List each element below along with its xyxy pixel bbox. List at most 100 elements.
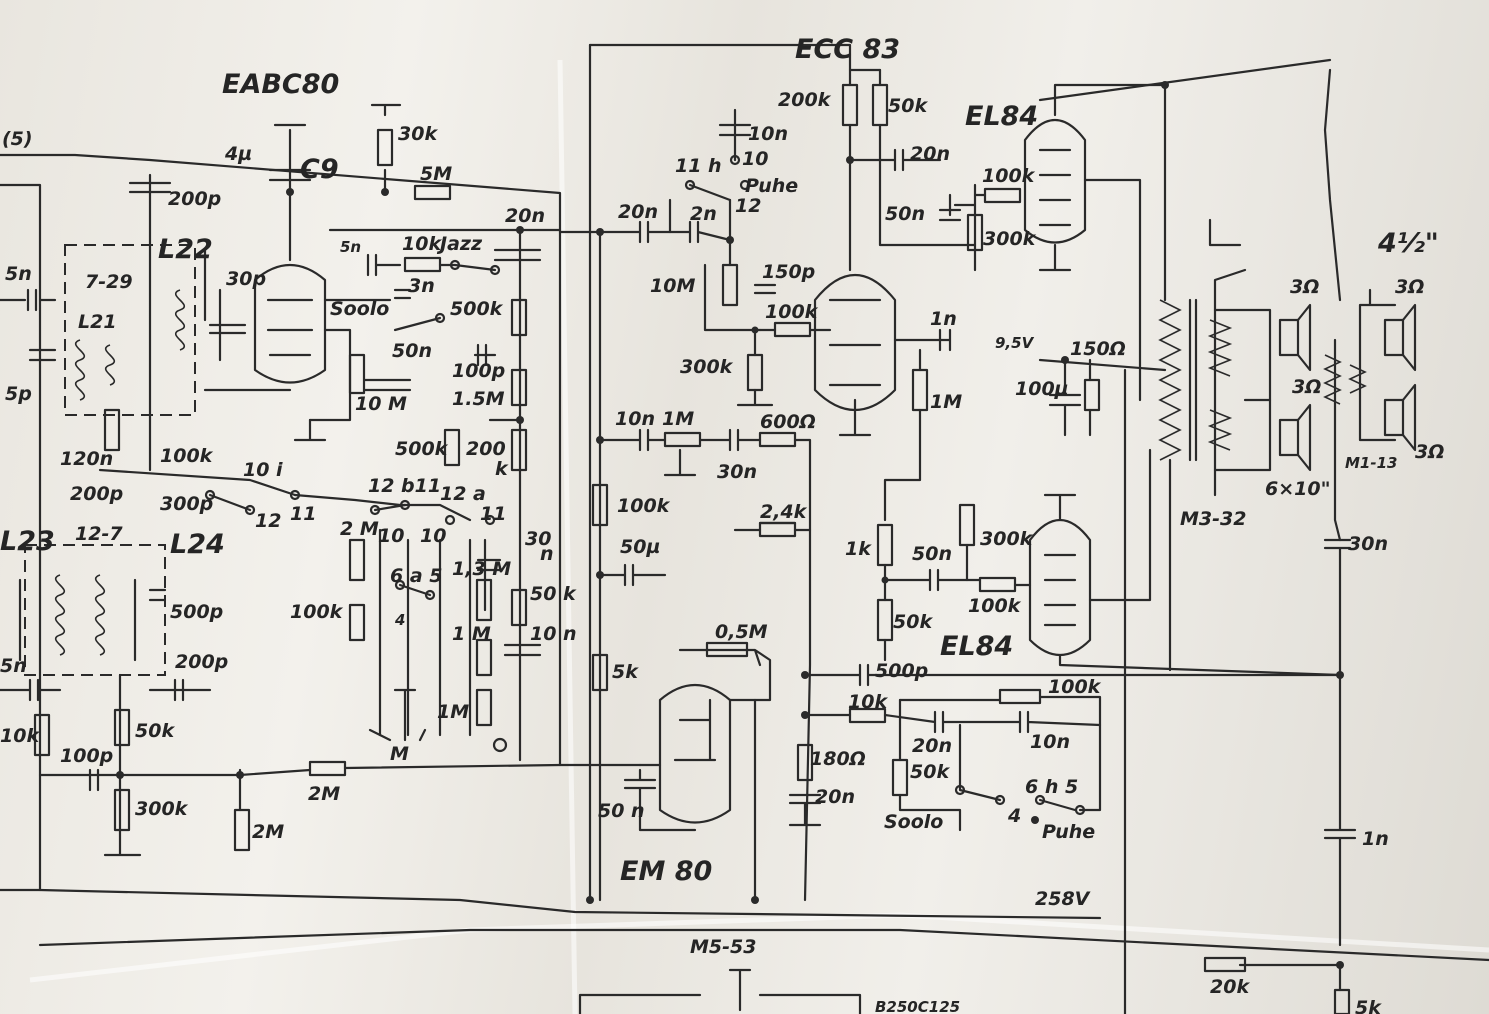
label-l729: 7-29 [85, 271, 133, 293]
label-r1m-v2: 1M [930, 391, 962, 413]
label-soolo-bottom: Soolo [884, 811, 943, 833]
label-c1n: 1n [930, 308, 957, 330]
label-r50k-v2b: 50k [893, 611, 933, 633]
label-r1m-a: 1 M [452, 623, 491, 645]
label-r1k: 1k [845, 538, 872, 560]
label-r50k-v2: 50k [888, 95, 928, 117]
label-r1-5m: 1.5M [452, 388, 505, 410]
label-jazz: Jazz [436, 233, 483, 255]
label-spk-4-5: 4½" [1377, 228, 1439, 259]
label-c30p: 30p [226, 268, 266, 290]
band-switch [204, 489, 542, 753]
label-sw12a: 12 a [440, 483, 486, 505]
label-r50k-fb: 50k [910, 761, 950, 783]
label-r180: 180Ω [810, 748, 866, 770]
label-sw10-puhe: 10 [742, 148, 768, 170]
label-sw6a: 6 a 5 [390, 565, 443, 587]
label-c10n-fb: 10n [1030, 731, 1070, 753]
label-c5n-left: 5n [5, 263, 32, 285]
label-r10m: 10M [650, 275, 695, 297]
label-r1-3m: 1,3 M [452, 558, 511, 580]
tube-ecc83 [808, 53, 977, 437]
label-r10k-fb: 10k [848, 691, 888, 713]
label-r10k-low: 10k [0, 725, 40, 747]
label-spk-3d: 3Ω [1415, 441, 1444, 463]
label-m332: M3-32 [1180, 508, 1246, 530]
label-sw12: 12 [255, 510, 281, 532]
label-r200k: 200 [466, 438, 506, 460]
label-sw10i: 10 i [243, 459, 283, 481]
label-r300k-el: 300k [983, 228, 1037, 250]
label-r30k-top: 30k [398, 123, 438, 145]
label-v9-5: 9,5V [995, 334, 1035, 352]
label-sw4-bottom: 4 [1007, 805, 1021, 827]
label-r300k-low: 300k [135, 798, 189, 820]
if-transformer-2 [0, 544, 642, 857]
driver-network [876, 348, 982, 662]
label-r300k-el2: 300k [980, 528, 1034, 550]
label-c10n-puhe: 10n [748, 123, 788, 145]
tube-label-eabc80: EABC80 [222, 69, 339, 100]
label-c50u: 50µ [620, 536, 660, 558]
label-spk-size: 6×10" [1265, 478, 1330, 500]
label-c50n-el: 50n [885, 203, 925, 225]
label-m113: M1-13 [1345, 454, 1397, 472]
tube-el84-lower [958, 448, 1342, 677]
label-r200k-k: k [495, 458, 509, 480]
label-l21: L21 [78, 311, 117, 333]
label-r600: 600Ω [760, 411, 816, 433]
label-r100k-el: 100k [982, 165, 1036, 187]
label-r200k-v2: 200k [778, 89, 832, 111]
label-m553: M5-53 [690, 936, 756, 958]
label-c500p: 500p [170, 601, 223, 623]
label-spk-3c: 3Ω [1395, 276, 1424, 298]
label-sw12-puhe: 12 [735, 195, 761, 217]
label-l23: L23 [0, 526, 55, 557]
label-c3n: 3n [408, 275, 435, 297]
tube-el84-upper [938, 83, 1167, 402]
label-sw11h: 11 h [675, 155, 722, 177]
label-r500k-top: 500k [450, 298, 504, 320]
label-c1n-out: 1n [1362, 828, 1389, 850]
label-c20n-top: 20n [505, 205, 545, 227]
label-c150p: 150p [762, 261, 815, 283]
label-c9-val: 4µ [224, 143, 252, 165]
label-r100k-v2: 100k [765, 301, 819, 323]
label-c100p-low: 100p [60, 745, 113, 767]
label-b250: B250C125 [875, 998, 960, 1014]
label-r100k-mid: 100k [160, 445, 214, 467]
label-r100k-fb: 100k [1048, 676, 1102, 698]
label-r100k-long: 100k [617, 495, 671, 517]
label-r10k-jazz: 10k [402, 233, 442, 255]
label-r50k-mid: 50 k [530, 583, 577, 605]
label-c500p-fb: 500p [875, 660, 928, 682]
tube-label-ecc83: ECC 83 [795, 34, 900, 65]
label-r500k-mid: 500k [395, 438, 449, 460]
tube-eabc80 [253, 263, 392, 442]
label-c200p-low: 200p [175, 651, 228, 673]
label-r300k-v2: 300k [680, 356, 734, 378]
label-sw10b: 10 [420, 525, 446, 547]
label-ref5: (5) [2, 128, 33, 150]
label-c20n-v2: 20n [910, 143, 950, 165]
label-r1m-b: 1M [437, 701, 469, 723]
label-sw12b: 12 b11 [368, 475, 441, 497]
label-l24: L24 [170, 529, 225, 560]
label-r10m-mid: 10 M [355, 393, 407, 415]
label-c50n-el2: 50n [912, 543, 952, 565]
tube-em80 [623, 641, 772, 902]
label-l22: L22 [158, 234, 213, 265]
label-c2n: 2n [690, 203, 717, 225]
label-c10n-tone: 10n [615, 408, 655, 430]
tube-label-el84-upper: EL84 [965, 101, 1038, 132]
label-c30n-tone: 30n [717, 461, 757, 483]
label-c100p: 100p [452, 360, 505, 382]
tube-label-em80: EM 80 [620, 856, 712, 887]
label-c100u: 100µ [1015, 378, 1069, 400]
label-r50k-low: 50k [135, 720, 175, 742]
voice-switch [668, 108, 812, 407]
label-r100k-left: 100k [290, 601, 344, 623]
label-puhe-bottom: Puhe [1042, 821, 1095, 843]
if-transformer-1 [28, 244, 292, 452]
